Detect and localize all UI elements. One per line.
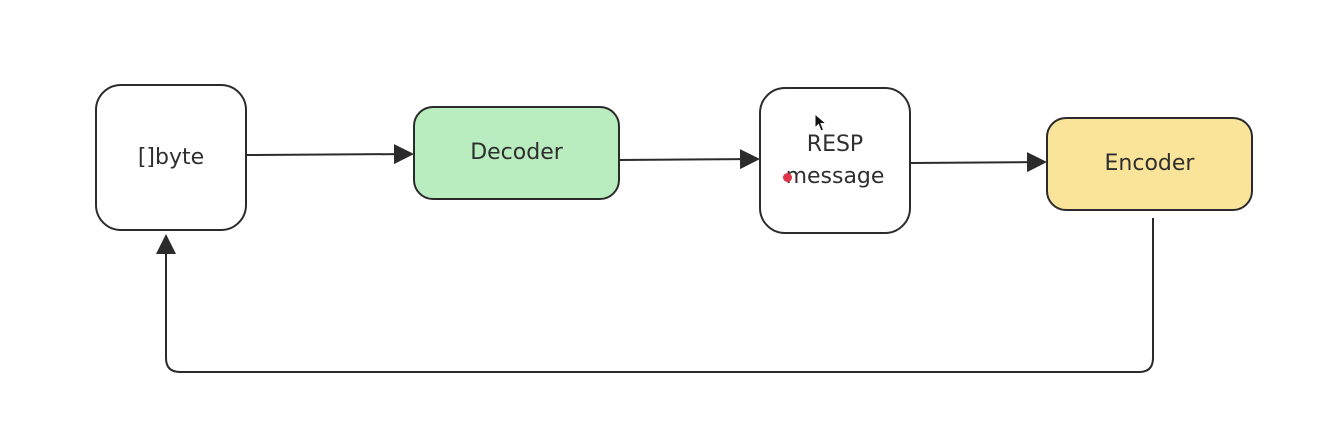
node-resp-message: RESP message bbox=[759, 87, 911, 234]
node-decoder-label: Decoder bbox=[470, 140, 563, 166]
node-byte-slice-label: []byte bbox=[137, 144, 205, 170]
node-encoder-label: Encoder bbox=[1104, 151, 1195, 177]
laser-pointer-dot-icon bbox=[783, 173, 792, 182]
node-encoder: Encoder bbox=[1046, 117, 1253, 211]
edge-byte-to-decoder bbox=[246, 144, 414, 165]
edge-resp-to-encoder bbox=[910, 152, 1047, 173]
node-byte-slice: []byte bbox=[95, 84, 247, 231]
arrow-cursor-icon bbox=[814, 113, 828, 132]
node-decoder: Decoder bbox=[413, 106, 620, 200]
edge-encoder-to-byte bbox=[156, 218, 1154, 373]
node-resp-message-label: RESP message bbox=[785, 131, 885, 189]
edge-decoder-to-resp bbox=[619, 149, 760, 170]
